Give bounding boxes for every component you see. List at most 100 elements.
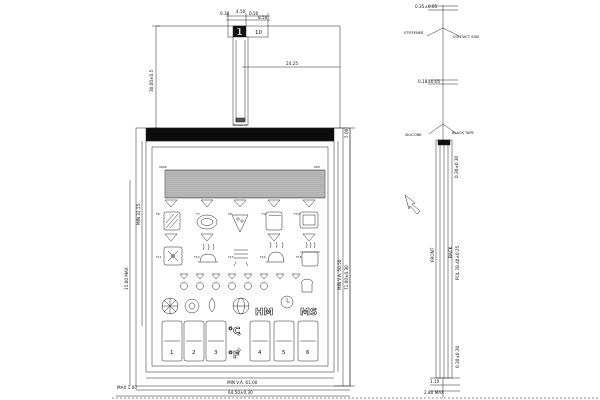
tail-length-dim: 30.00±0.5 (149, 70, 154, 92)
contact-side-label: CONTACT SIDE (453, 35, 480, 39)
side-dim-a: 0.30±0.30 (454, 156, 459, 178)
stiffener-label: STIFFENER (404, 31, 424, 35)
unit-fahrenheit: °F (228, 350, 240, 361)
dot-matrix-band (164, 169, 326, 199)
silicone-label: SILICONE (405, 133, 422, 137)
grill-icon (233, 249, 249, 267)
dim-top-a: 0.30 (220, 11, 230, 16)
offset-dim: 24.25 (286, 61, 298, 66)
pol-dim: POL 78.40±0.25 (455, 245, 460, 280)
colon-dot (237, 348, 241, 352)
digit-3 (205, 320, 227, 362)
unit-celsius: °C (228, 326, 240, 337)
back-label: BACK (448, 246, 453, 258)
viewing-area-outer (145, 140, 335, 373)
vdim-71: 71.00±0.30 (344, 265, 349, 290)
drop-icon (208, 297, 216, 313)
pizza-slice-icon (231, 214, 249, 233)
vdim-15-max: 15.00 MAX (124, 267, 129, 290)
band-height-dim: 5.00 (344, 128, 349, 138)
pin-1-label: 1 (236, 27, 243, 38)
arrow-indicator (267, 199, 281, 208)
icon-code-t15: T15 (295, 255, 302, 259)
vdim-va-50: MIN V.A. 50.50 (337, 259, 342, 290)
gear-icon (184, 298, 200, 314)
side-dim-b: 0.30±0.30 (455, 346, 460, 368)
icon-code-t8: T8 (227, 212, 232, 216)
digit-2 (183, 320, 205, 362)
arrow-indicator (302, 233, 316, 242)
arrow-indicator (164, 233, 178, 242)
digit-5 (273, 320, 295, 362)
viewing-area-inner (151, 146, 329, 367)
side-black-tape (437, 139, 451, 146)
tail-stiffener-mark (235, 117, 246, 123)
black-tape-label: BLACK TAPE (452, 131, 474, 135)
icon-code-t13: T13 (227, 255, 234, 259)
arrow-indicator (200, 199, 214, 208)
icon-code-t11: T11 (155, 255, 162, 259)
small-arrow-indicator (243, 273, 253, 280)
digit-label-1: 1 (170, 350, 174, 356)
digit-label-4: 4 (258, 350, 262, 356)
flame-small-icon (260, 282, 268, 290)
matrix-left-label: 0000 (159, 165, 167, 169)
flame-small-icon (228, 282, 236, 290)
icon-code-t9: T9 (261, 212, 266, 216)
matrix-right-label: 000 (314, 165, 320, 169)
vdim-min-32: MIN 32.55 (136, 203, 141, 225)
icon-code-t6: T6 (155, 212, 160, 216)
flame-small-icon (180, 282, 188, 290)
small-arrow-indicator (179, 273, 189, 280)
side-dim-d: 2.80 MAX (424, 390, 444, 395)
oven-icon (299, 211, 319, 229)
icon-code-t7: T7 (195, 212, 200, 216)
front-label: FRONT (430, 247, 435, 262)
small-arrow-indicator (259, 273, 269, 280)
bottom-dim-64: 64.50±0.30 (228, 390, 253, 395)
arrow-indicator (233, 199, 247, 208)
flame-small-icon (196, 282, 204, 290)
bottom-dim-va-61: MIN V.A. 61.00 (227, 380, 258, 385)
pin-10-label: 10 (255, 30, 262, 36)
bezel-black-band (145, 127, 335, 142)
digit-label-5: 5 (282, 350, 286, 356)
dim-top-c: 0.50 (249, 11, 259, 16)
connector-tail (232, 36, 249, 126)
small-arrow-indicator (227, 273, 237, 280)
roast-chicken-icon (266, 241, 285, 263)
digit-label-3: 3 (214, 350, 218, 356)
arrow-indicator (302, 199, 316, 208)
small-arrow-indicator (275, 273, 285, 280)
small-arrow-indicator (211, 273, 221, 280)
view-direction-arrow (404, 194, 421, 215)
arrow-indicator (267, 233, 281, 242)
side-dim-c: 1.10 (430, 379, 440, 384)
small-arrow-indicator (291, 273, 301, 280)
dim-top-d: 8.50 (258, 15, 268, 20)
flame-small-icon (244, 282, 252, 290)
icon-code-t10: T10 (293, 212, 300, 216)
arrow-indicator (200, 233, 214, 242)
pot-steam-icon (198, 243, 218, 263)
digit-6 (297, 320, 319, 362)
part-label: Semiprod (233, 123, 247, 127)
digit-label-2: 2 (192, 350, 196, 356)
unit-hm: HM (255, 307, 273, 318)
dim-top-b: 4.50 (236, 9, 246, 14)
digit-4 (249, 320, 271, 362)
toast-icon (163, 211, 181, 231)
unit-ms: MS (300, 307, 317, 318)
arrow-indicator (164, 199, 178, 208)
side-mid-dim: 0.18±0.05 (418, 79, 440, 84)
bread-box-icon (265, 211, 283, 231)
flame-small-icon (212, 282, 220, 290)
side-top-dim: 0.35±0.05 (415, 4, 437, 9)
icon-code-t12: T12 (193, 255, 200, 259)
colon-dot (237, 332, 241, 336)
bowl-icon (196, 214, 218, 230)
digit-1 (161, 320, 183, 362)
fan-icon (163, 246, 183, 266)
digit-label-6: 6 (306, 350, 310, 356)
